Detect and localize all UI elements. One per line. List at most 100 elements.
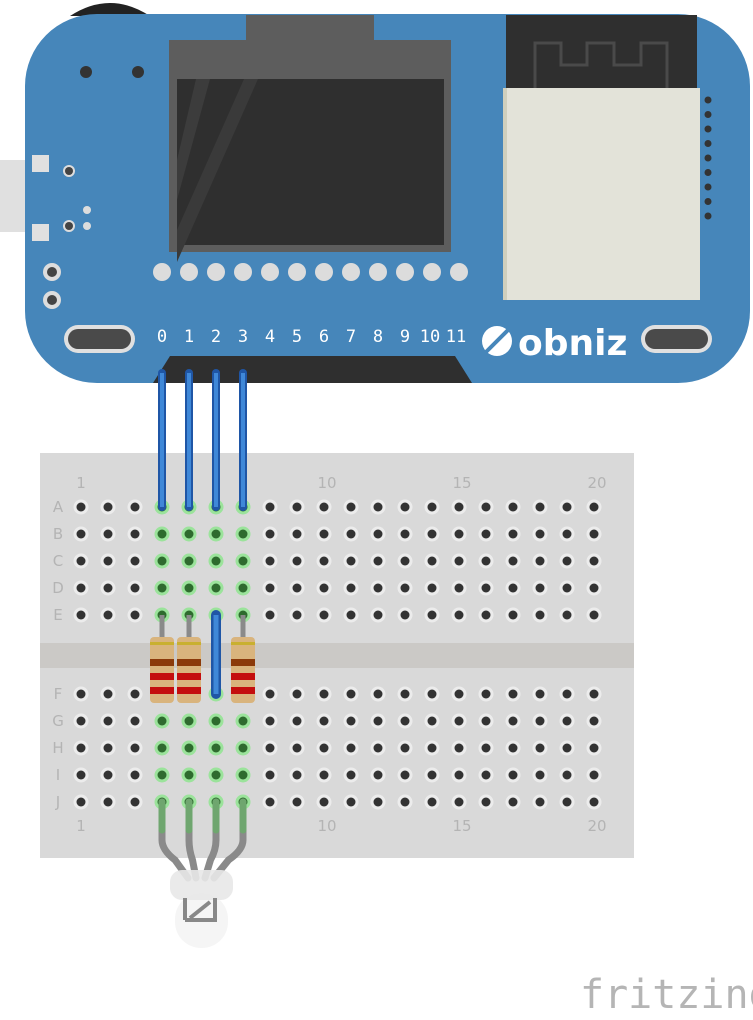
breadboard-hole — [265, 797, 275, 807]
breadboard-hole — [589, 743, 599, 753]
breadboard-hole — [400, 743, 410, 753]
breadboard-hole — [400, 502, 410, 512]
row-label: H — [52, 739, 63, 757]
breadboard-hole — [211, 770, 221, 780]
column-label: 1 — [76, 474, 86, 492]
breadboard-hole — [454, 529, 464, 539]
band-gold — [231, 642, 255, 645]
breadboard-hole — [373, 797, 383, 807]
breadboard-hole — [130, 716, 140, 726]
breadboard-hole — [589, 770, 599, 780]
breadboard-hole — [76, 529, 86, 539]
led-leg — [185, 798, 200, 882]
breadboard-hole — [535, 743, 545, 753]
breadboard-hole — [373, 529, 383, 539]
breadboard-channel — [40, 643, 634, 668]
breadboard-hole — [400, 716, 410, 726]
breadboard-hole — [157, 556, 167, 566]
breadboard-hole — [400, 689, 410, 699]
breadboard-hole — [211, 743, 221, 753]
breadboard-hole — [400, 770, 410, 780]
module-pad — [704, 140, 712, 147]
resistor — [231, 615, 255, 703]
obniz-logo-icon — [482, 326, 512, 356]
breadboard-hole — [292, 583, 302, 593]
breadboard-hole — [103, 583, 113, 593]
breadboard-hole — [508, 716, 518, 726]
row-label: F — [54, 685, 63, 703]
breadboard-hole — [292, 556, 302, 566]
breadboard-hole — [373, 610, 383, 620]
io-pad — [396, 263, 414, 281]
breadboard-hole — [346, 770, 356, 780]
breadboard-hole — [103, 529, 113, 539]
module-pad — [704, 111, 712, 118]
io-pad — [288, 263, 306, 281]
module-pad — [704, 96, 712, 104]
breadboard-hole — [76, 502, 86, 512]
breadboard-hole — [103, 556, 113, 566]
breadboard-hole — [481, 743, 491, 753]
breadboard-hole — [103, 770, 113, 780]
breadboard-hole — [400, 556, 410, 566]
breadboard-hole — [211, 556, 221, 566]
breadboard-hole — [76, 743, 86, 753]
wires — [158, 369, 247, 699]
breadboard-hole — [589, 502, 599, 512]
breadboard-hole — [400, 797, 410, 807]
breadboard-hole — [535, 770, 545, 780]
breadboard-hole — [346, 797, 356, 807]
breadboard-hole — [130, 583, 140, 593]
breadboard-hole — [346, 556, 356, 566]
breadboard-hole — [427, 556, 437, 566]
breadboard-hole — [76, 770, 86, 780]
breadboard-hole — [427, 770, 437, 780]
row-label: B — [53, 525, 63, 543]
encoder-knob — [70, 3, 150, 16]
breadboard-hole — [427, 743, 437, 753]
band-red — [150, 687, 174, 694]
breadboard-hole — [157, 716, 167, 726]
breadboard-hole — [373, 743, 383, 753]
column-label: 20 — [587, 474, 606, 492]
breadboard-hole — [130, 689, 140, 699]
band-gold — [177, 642, 201, 645]
resistor-body — [231, 637, 255, 703]
breadboard-hole — [589, 689, 599, 699]
breadboard-hole — [535, 529, 545, 539]
rgb-led — [170, 870, 233, 948]
breadboard-hole — [76, 556, 86, 566]
breadboard-hole — [346, 689, 356, 699]
breadboard-hole — [292, 529, 302, 539]
breadboard-hole — [589, 556, 599, 566]
breadboard-hole — [454, 556, 464, 566]
column-label: 1 — [76, 817, 86, 835]
breadboard-hole — [265, 610, 275, 620]
breadboard-hole — [508, 689, 518, 699]
breadboard-hole — [589, 610, 599, 620]
breadboard-hole — [265, 556, 275, 566]
breadboard-hole — [130, 797, 140, 807]
breadboard-hole — [481, 502, 491, 512]
breadboard-hole — [508, 797, 518, 807]
breadboard-hole — [130, 556, 140, 566]
breadboard-hole — [562, 716, 572, 726]
breadboard-hole — [238, 770, 248, 780]
pin-label: 9 — [400, 327, 410, 347]
breadboard-hole — [265, 583, 275, 593]
breadboard-hole — [454, 502, 464, 512]
band-brown — [150, 659, 174, 666]
band-red — [177, 673, 201, 680]
io-pad — [423, 263, 441, 281]
breadboard-hole — [76, 610, 86, 620]
breadboard-hole — [319, 743, 329, 753]
breadboard-hole — [427, 610, 437, 620]
row-label: E — [53, 606, 62, 624]
breadboard-hole — [76, 797, 86, 807]
breadboard-hole — [184, 583, 194, 593]
pin-label: 0 — [157, 327, 167, 347]
resistor — [150, 615, 174, 703]
breadboard-hole — [319, 556, 329, 566]
